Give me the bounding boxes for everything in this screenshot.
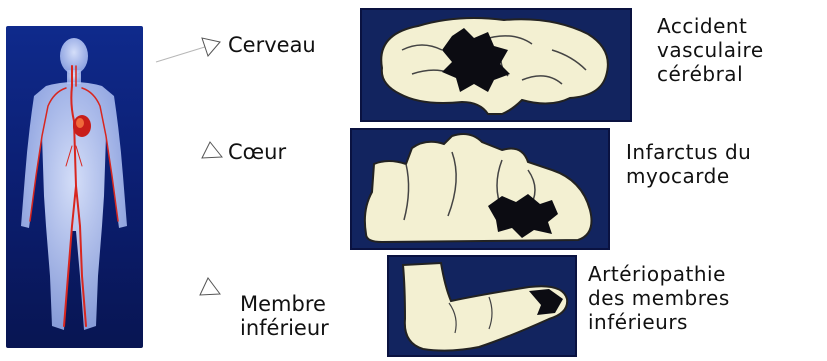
foot-icon (389, 257, 575, 355)
arrow-icon (150, 262, 230, 302)
disease-label-arteriopathy: Artériopathie des membres inférieurs (588, 262, 730, 334)
brain-icon (362, 10, 630, 120)
heart-panel (350, 128, 610, 250)
brain-panel (360, 8, 632, 122)
arrow-icon (152, 124, 232, 164)
foot-panel (387, 255, 577, 357)
arrow-icon (150, 32, 230, 72)
human-body-panel (6, 26, 143, 348)
disease-label-infarction: Infarctus du myocarde (626, 140, 751, 188)
human-body-icon (6, 26, 143, 348)
organ-label-brain: Cerveau (228, 33, 316, 57)
organ-label-heart: Cœur (228, 140, 286, 164)
disease-label-stroke: Accident vasculaire cérébral (657, 14, 764, 86)
organ-label-leg: Membre inférieur (240, 292, 329, 340)
heart-icon (352, 130, 608, 248)
